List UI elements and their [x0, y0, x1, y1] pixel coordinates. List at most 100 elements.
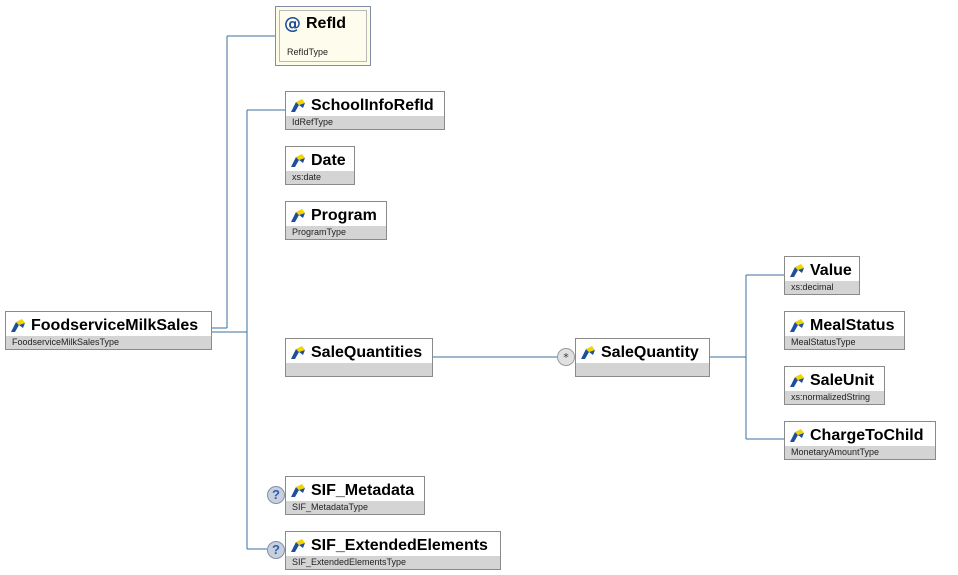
at-sign-icon: @ — [284, 14, 301, 34]
node-sif-metadata-name: SIF_Metadata — [311, 482, 415, 499]
node-chargetochild-name: ChargeToChild — [810, 427, 924, 444]
element-icon — [790, 374, 804, 387]
element-icon — [291, 539, 305, 552]
element-icon-wedge-blue — [790, 267, 798, 277]
node-refid-name: RefId — [306, 15, 346, 32]
node-salequantities[interactable]: SaleQuantities — [285, 338, 433, 377]
node-salequantity-type — [576, 363, 709, 376]
element-icon — [581, 346, 595, 359]
node-program-type: ProgramType — [286, 226, 386, 239]
node-program-header: Program — [290, 205, 377, 227]
element-icon-wedge-yellow — [795, 264, 804, 270]
node-sif-extendedelements-header: SIF_ExtendedElements — [290, 535, 488, 557]
node-value-type: xs:decimal — [785, 281, 859, 294]
node-salequantities-header: SaleQuantities — [290, 342, 422, 364]
element-icon-wedge-blue — [291, 349, 299, 359]
element-icon-wedge-yellow — [296, 99, 305, 105]
element-icon — [291, 484, 305, 497]
element-icon-wedge-yellow — [795, 374, 804, 380]
node-salequantity-header: SaleQuantity — [580, 342, 699, 364]
element-icon — [291, 346, 305, 359]
element-icon — [790, 264, 804, 277]
node-program[interactable]: Program ProgramType — [285, 201, 387, 240]
node-saleunit[interactable]: SaleUnit xs:normalizedString — [784, 366, 885, 405]
question-mark-icon: ? — [267, 541, 285, 559]
node-schoolinforefid-type: IdRefType — [286, 116, 444, 129]
node-saleunit-header: SaleUnit — [789, 370, 874, 392]
node-salequantity-name: SaleQuantity — [601, 344, 699, 361]
element-icon — [790, 319, 804, 332]
element-icon-wedge-tip — [299, 213, 305, 218]
element-icon-wedge-tip — [299, 350, 305, 355]
element-icon-wedge-yellow — [296, 209, 305, 215]
element-icon-wedge-yellow — [296, 539, 305, 545]
node-foodservicemilksales-name: FoodserviceMilkSales — [31, 317, 199, 334]
element-icon — [11, 319, 25, 332]
element-icon — [291, 99, 305, 112]
node-value-header: Value — [789, 260, 852, 282]
node-salequantities-name: SaleQuantities — [311, 344, 423, 361]
element-icon-wedge-blue — [581, 349, 589, 359]
asterisk-icon: * — [557, 348, 575, 366]
node-sif-metadata-type: SIF_MetadataType — [286, 501, 424, 514]
node-salequantity[interactable]: SaleQuantity — [575, 338, 710, 377]
node-date-type: xs:date — [286, 171, 354, 184]
node-foodservicemilksales[interactable]: FoodserviceMilkSales FoodserviceMilkSale… — [5, 311, 212, 350]
node-saleunit-name: SaleUnit — [810, 372, 875, 389]
element-icon-wedge-yellow — [296, 154, 305, 160]
node-chargetochild[interactable]: ChargeToChild MonetaryAmountType — [784, 421, 936, 460]
node-foodservicemilksales-header: FoodserviceMilkSales — [10, 315, 198, 337]
node-sif-extendedelements-type: SIF_ExtendedElementsType — [286, 556, 500, 569]
element-icon-wedge-tip — [798, 323, 804, 328]
element-icon-wedge-blue — [291, 102, 299, 112]
node-program-name: Program — [311, 207, 377, 224]
element-icon-wedge-tip — [798, 268, 804, 273]
element-icon-wedge-yellow — [795, 319, 804, 325]
element-icon — [291, 209, 305, 222]
node-foodservicemilksales-type: FoodserviceMilkSalesType — [6, 336, 211, 349]
node-schoolinforefid-header: SchoolInfoRefId — [290, 95, 434, 117]
question-mark-icon: ? — [267, 486, 285, 504]
element-icon-wedge-tip — [798, 378, 804, 383]
node-refid[interactable]: @ RefId RefIdType — [275, 6, 371, 66]
element-icon-wedge-blue — [291, 157, 299, 167]
node-sif-extendedelements[interactable]: SIF_ExtendedElements SIF_ExtendedElement… — [285, 531, 501, 570]
element-icon-wedge-yellow — [16, 319, 25, 325]
node-mealstatus-type: MealStatusType — [785, 336, 904, 349]
element-icon-wedge-blue — [291, 487, 299, 497]
element-icon-wedge-tip — [299, 543, 305, 548]
element-icon-wedge-tip — [19, 323, 25, 328]
element-icon-wedge-yellow — [586, 346, 595, 352]
element-icon-wedge-tip — [299, 103, 305, 108]
node-sif-metadata-header: SIF_Metadata — [290, 480, 414, 502]
node-mealstatus[interactable]: MealStatus MealStatusType — [784, 311, 905, 350]
element-icon-wedge-tip — [589, 350, 595, 355]
node-refid-type: RefIdType — [287, 47, 329, 57]
node-schoolinforefid-name: SchoolInfoRefId — [311, 97, 434, 114]
element-icon-wedge-tip — [798, 433, 804, 438]
node-sif-metadata[interactable]: SIF_Metadata SIF_MetadataType — [285, 476, 425, 515]
element-icon — [790, 429, 804, 442]
node-schoolinforefid[interactable]: SchoolInfoRefId IdRefType — [285, 91, 445, 130]
node-sif-extendedelements-name: SIF_ExtendedElements — [311, 537, 488, 554]
node-date-header: Date — [290, 150, 346, 172]
element-icon-wedge-yellow — [296, 484, 305, 490]
node-saleunit-type: xs:normalizedString — [785, 391, 884, 404]
node-salequantities-type — [286, 363, 432, 376]
element-icon-wedge-yellow — [296, 346, 305, 352]
node-mealstatus-header: MealStatus — [789, 315, 894, 337]
node-chargetochild-type: MonetaryAmountType — [785, 446, 935, 459]
element-icon-wedge-blue — [11, 322, 19, 332]
element-icon — [291, 154, 305, 167]
element-icon-wedge-tip — [299, 158, 305, 163]
element-icon-wedge-blue — [790, 377, 798, 387]
node-chargetochild-header: ChargeToChild — [789, 425, 923, 447]
node-value[interactable]: Value xs:decimal — [784, 256, 860, 295]
node-mealstatus-name: MealStatus — [810, 317, 895, 334]
element-icon-wedge-yellow — [795, 429, 804, 435]
element-icon-wedge-blue — [291, 212, 299, 222]
node-refid-inner — [279, 10, 367, 62]
node-value-name: Value — [810, 262, 852, 279]
node-date[interactable]: Date xs:date — [285, 146, 355, 185]
